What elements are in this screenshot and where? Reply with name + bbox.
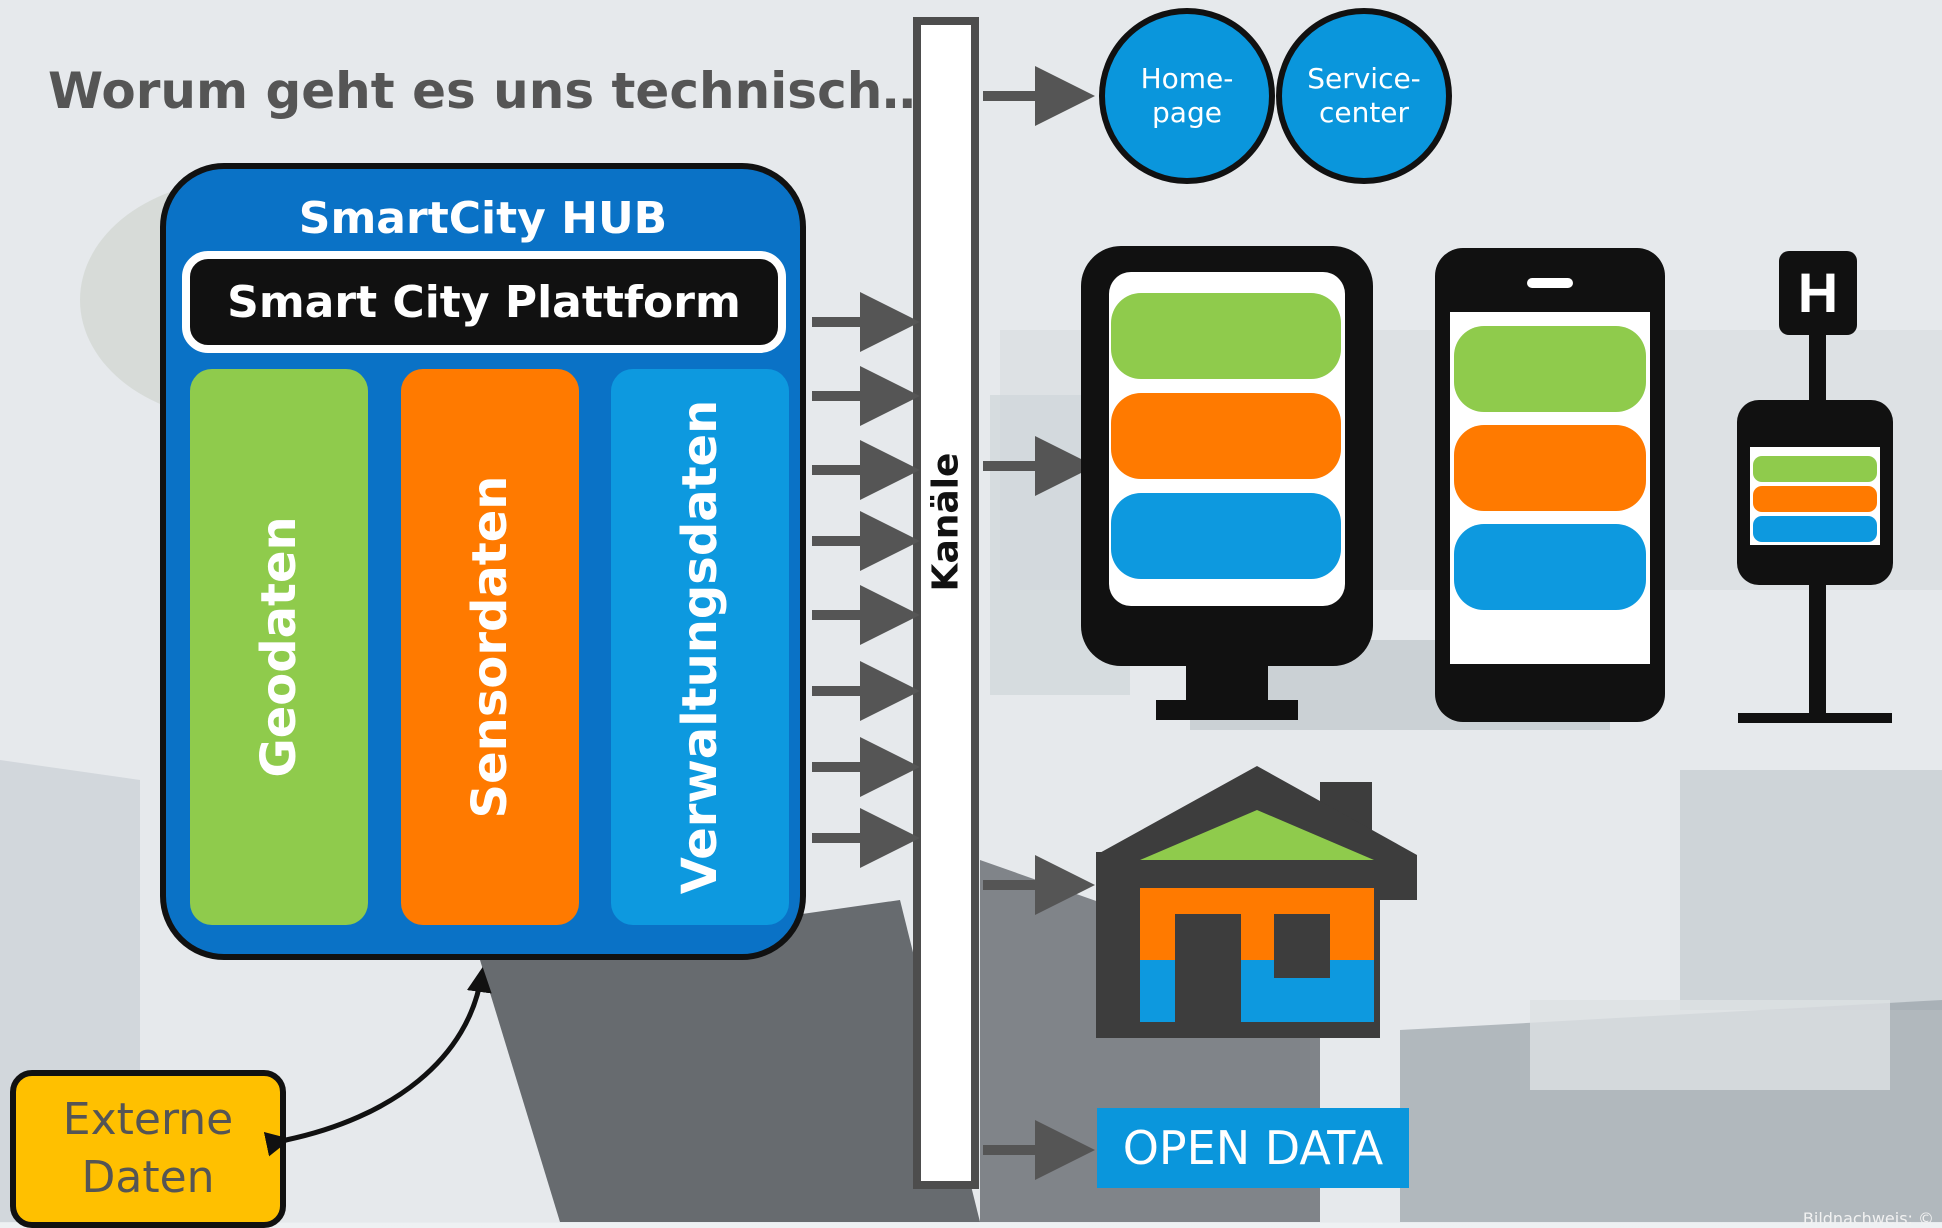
open-data-box: OPEN DATA	[1097, 1108, 1409, 1188]
smartcity-hub: SmartCity HUB Smart City Plattform Geoda…	[160, 163, 806, 960]
external-data-line1: Externe	[62, 1094, 234, 1145]
sensordata-column: Sensordaten	[401, 369, 579, 925]
homepage-circle: Home- page	[1099, 8, 1275, 184]
page-title: Worum geht es uns technisch…	[48, 62, 933, 120]
servicecenter-line2: center	[1318, 96, 1410, 129]
servicecenter-line1: Service-	[1307, 62, 1421, 95]
channels-label: Kanäle	[925, 452, 967, 592]
homepage-line1: Home-	[1140, 62, 1234, 95]
sensordata-label: Sensordaten	[462, 475, 518, 819]
channels-bar: Kanäle	[913, 17, 979, 1189]
administrative-data-column: Verwaltungsdaten	[611, 369, 789, 925]
servicecenter-circle: Service- center	[1276, 8, 1452, 184]
image-credit: Bildnachweis: ©	[1802, 1209, 1934, 1228]
administrative-data-label: Verwaltungsdaten	[672, 399, 728, 895]
geodata-column: Geodaten	[190, 369, 368, 925]
external-data-line2: Daten	[81, 1152, 215, 1203]
homepage-line2: page	[1152, 96, 1222, 129]
geodata-label: Geodaten	[251, 516, 307, 778]
external-data-box: Externe Daten	[10, 1070, 286, 1228]
smart-city-platform: Smart City Plattform	[182, 251, 786, 353]
hub-title: SmartCity HUB	[298, 193, 668, 244]
